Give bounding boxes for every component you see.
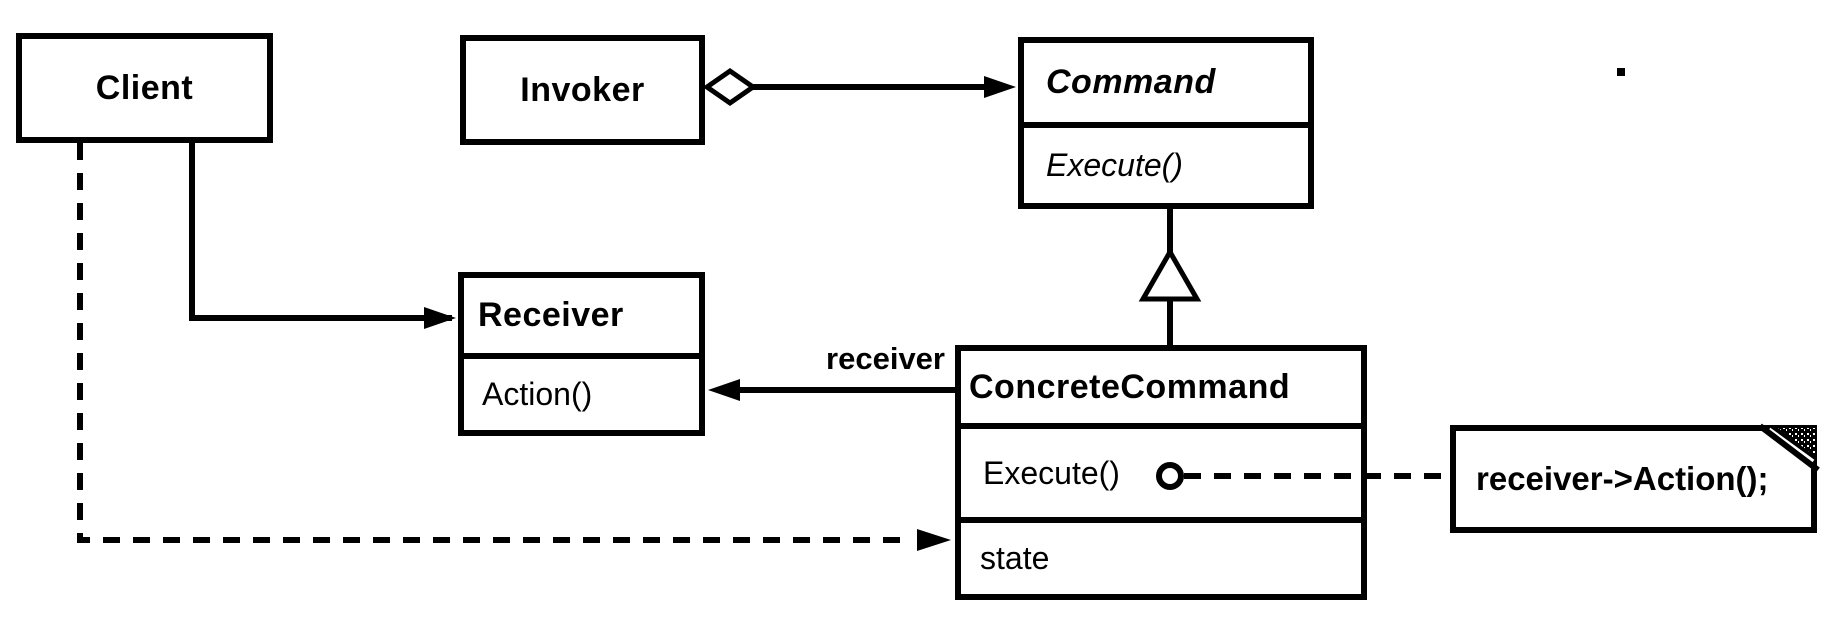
inheritance-triangle-icon — [1138, 246, 1202, 302]
class-box-receiver: Receiver Action() — [458, 272, 705, 436]
arrowhead-icon — [984, 76, 1016, 98]
note-code-text: receiver->Action(); — [1476, 460, 1769, 497]
client-receiver-arrow — [189, 143, 456, 329]
arrowhead-icon — [424, 307, 456, 329]
note-box: receiver->Action(); — [1450, 425, 1817, 533]
inheritance-connector — [1138, 209, 1202, 345]
concrete-command-attr-state: state — [961, 517, 1361, 594]
class-box-client: Client — [16, 33, 273, 143]
edge-label-receiver-role: receiver — [826, 341, 945, 376]
scan-artifact-dot — [1617, 68, 1625, 76]
class-box-concrete-command: ConcreteCommand Execute() state — [955, 345, 1367, 600]
class-name-concrete-command: ConcreteCommand — [969, 367, 1291, 406]
class-box-command: Command Execute() — [1018, 37, 1314, 209]
class-box-invoker: Invoker — [460, 35, 705, 145]
arrowhead-icon — [917, 529, 951, 551]
class-name-invoker: Invoker — [520, 70, 645, 109]
class-name-command: Command — [1046, 63, 1216, 101]
receiver-method-action: Action() — [464, 353, 699, 430]
aggregation-diamond-icon — [702, 67, 758, 107]
class-name-receiver: Receiver — [478, 296, 624, 334]
invoker-command-aggregation-arrow — [702, 67, 1016, 107]
concrete-command-receiver-arrow — [708, 379, 955, 401]
concrete-command-method-execute: Execute() — [961, 423, 1361, 517]
command-method-execute: Execute() — [1024, 122, 1308, 203]
arrowhead-icon — [708, 379, 740, 401]
class-name-client: Client — [95, 68, 194, 107]
